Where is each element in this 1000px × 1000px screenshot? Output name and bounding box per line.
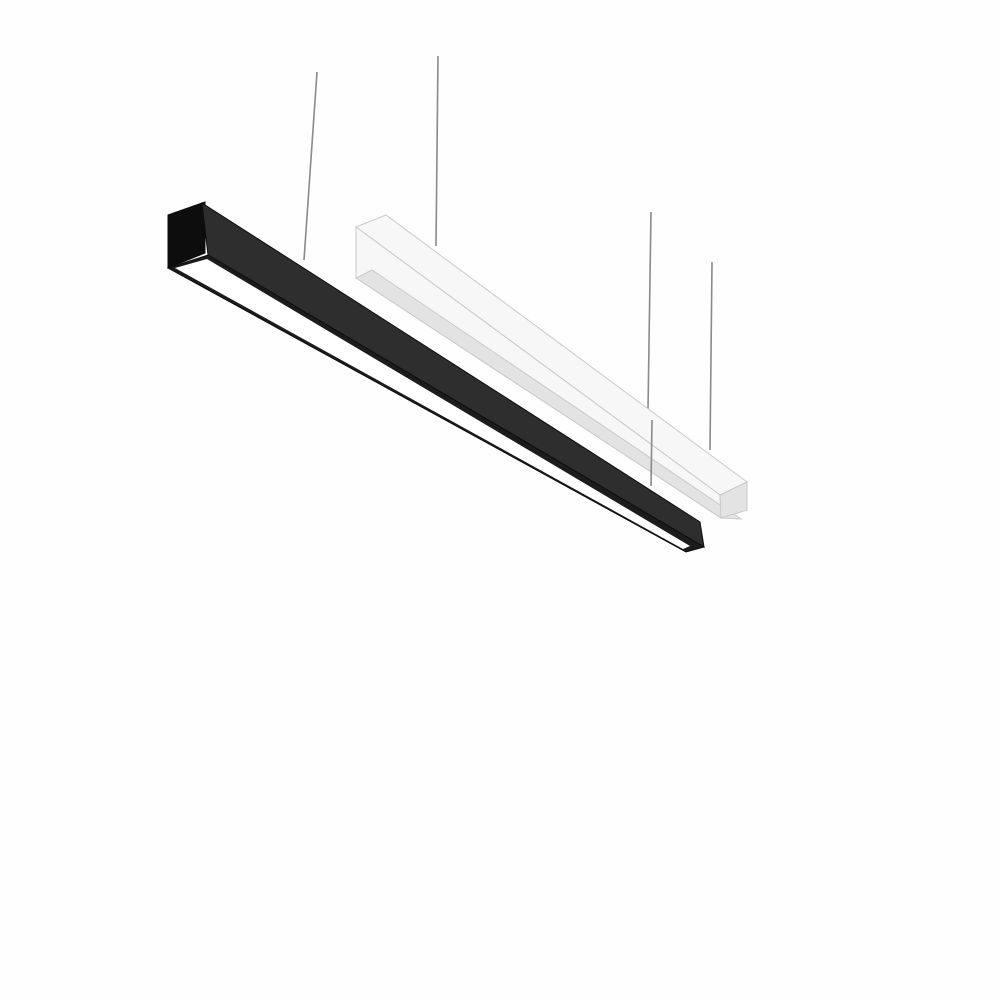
suspension-wire xyxy=(303,71,318,261)
white-linear-pendant xyxy=(354,55,748,520)
white-fixture-bottom xyxy=(355,269,743,520)
suspension-wire xyxy=(647,211,652,411)
white-fixture-end-cap xyxy=(719,481,748,519)
black-fixture-diffuser xyxy=(175,259,690,549)
suspension-wire xyxy=(709,261,713,451)
suspension-wire xyxy=(650,419,653,487)
black-fixture-left-end xyxy=(167,201,206,269)
suspension-wire xyxy=(435,55,439,247)
black-linear-pendant xyxy=(166,71,706,553)
